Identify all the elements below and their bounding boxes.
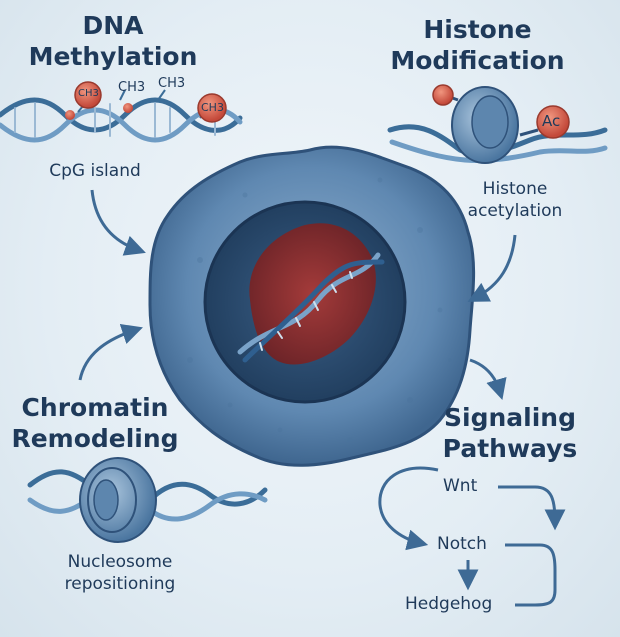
histone-caption-line1: Histone xyxy=(482,179,548,199)
methyl-groups xyxy=(65,81,227,123)
bracket-notch-hedgehog xyxy=(505,543,557,607)
signaling-pathways-title: Signaling Pathways xyxy=(440,402,580,464)
dna-methylation-title: DNA Methylation xyxy=(18,10,208,72)
methyl-ball-1 xyxy=(74,81,102,109)
arrow-wnt-loop xyxy=(378,466,439,551)
chromatin-remodeling-title-line1: Chromatin xyxy=(21,393,169,422)
dna-methylation-title-line1: DNA xyxy=(82,11,144,40)
histone-octamer xyxy=(432,84,539,164)
signaling-pathways-title-line2: Pathways xyxy=(442,434,578,463)
dna-methylation-title-line2: Methylation xyxy=(28,42,198,71)
methyl-label-2: CH3 xyxy=(118,80,146,95)
histone-acetylation-caption: Histone acetylation xyxy=(440,178,590,222)
acetyl-label: Ac xyxy=(542,112,561,130)
pathway-wnt: Wnt xyxy=(443,476,478,496)
histone-modification-title-line1: Histone xyxy=(423,15,532,44)
histone-tail-ball xyxy=(432,84,454,106)
methyl-label-1: CH3 xyxy=(78,88,99,99)
methyl-ball-2 xyxy=(197,93,227,123)
chromatin-remodeling-title-line2: Remodeling xyxy=(11,424,179,453)
arrow-methylation-to-cell xyxy=(90,189,146,256)
arrow-cell-to-signaling xyxy=(469,358,507,401)
arrow-histone-to-cell xyxy=(467,234,517,302)
histone-modification-title: Histone Modification xyxy=(385,14,570,76)
methyl-label-3: CH3 xyxy=(158,76,186,91)
nucleosome-caption: Nucleosome repositioning xyxy=(45,551,195,595)
histone-modification-title-line2: Modification xyxy=(390,46,565,75)
histone-caption-line2: acetylation xyxy=(467,201,563,221)
nucleosome xyxy=(79,457,157,543)
cell xyxy=(148,145,476,467)
arrow-remodeling-to-cell xyxy=(78,324,143,381)
arrow-wnt-right xyxy=(498,485,566,531)
nucleus-dna-helix xyxy=(237,252,385,363)
pathway-notch: Notch xyxy=(437,534,487,554)
cpg-island-caption: CpG island xyxy=(49,161,141,181)
chromatin-remodeling-title: Chromatin Remodeling xyxy=(10,392,180,454)
signaling-pathways-title-line1: Signaling xyxy=(444,403,576,432)
acetyl-group xyxy=(536,105,570,139)
nucleosome-caption-line1: Nucleosome xyxy=(67,552,173,572)
pathway-hedgehog: Hedgehog xyxy=(405,594,493,614)
nucleosome-caption-line2: repositioning xyxy=(64,574,176,594)
methyl-label-4: CH3 xyxy=(201,101,224,114)
